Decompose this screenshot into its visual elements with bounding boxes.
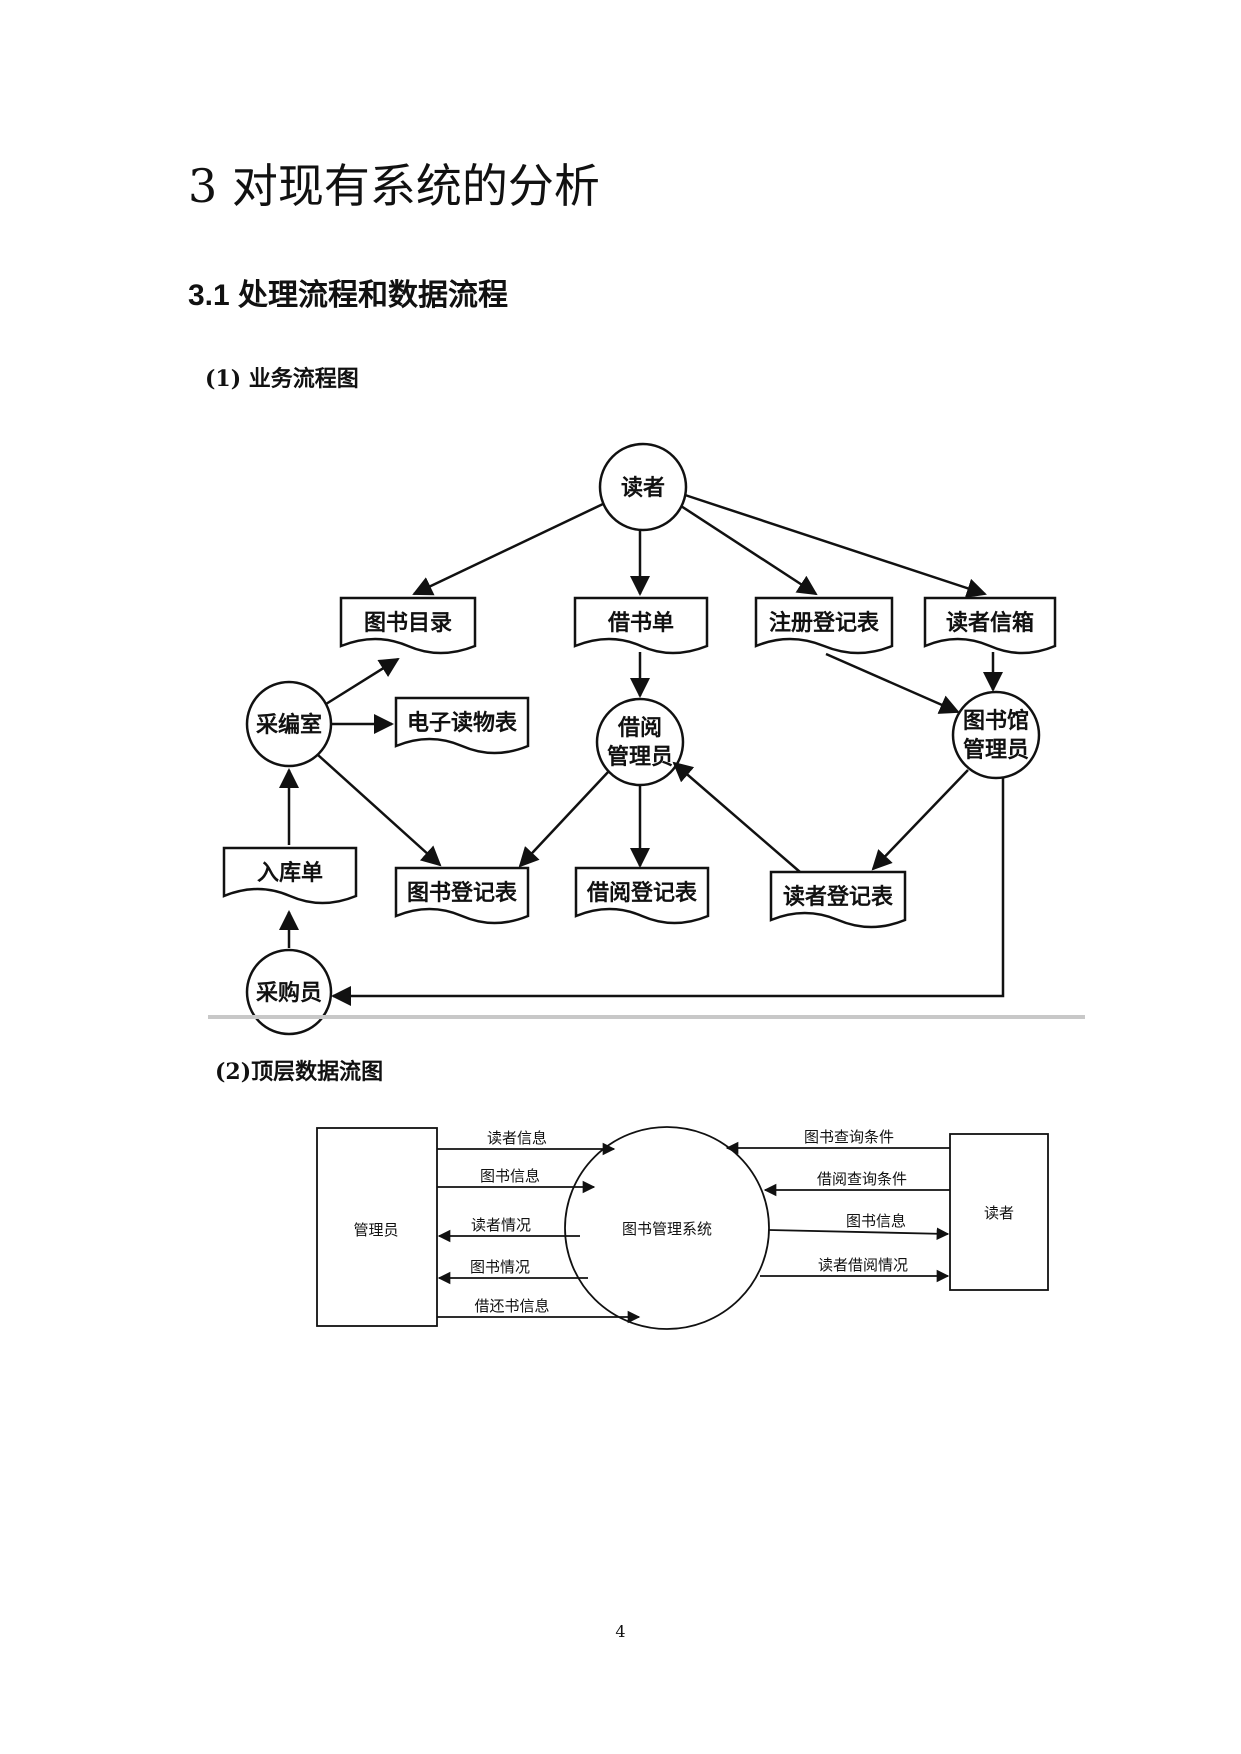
admin-entity bbox=[316, 1127, 438, 1327]
reader-entity bbox=[949, 1133, 1049, 1291]
stock-in-slip-label: 入库单 bbox=[257, 861, 323, 886]
page-number: 4 bbox=[615, 1622, 626, 1641]
register-form-label: 注册登记表 bbox=[769, 610, 880, 636]
library-admin-label-2: 管理员 bbox=[963, 737, 1029, 763]
ebook-list-label: 电子读物表 bbox=[407, 710, 518, 736]
borrow-admin-label-1: 借阅 bbox=[617, 716, 662, 741]
borrow-admin-label-2: 管理员 bbox=[607, 744, 673, 770]
figure1-caption: (1) 业务流程图 bbox=[205, 366, 359, 392]
editing-room-label: 采编室 bbox=[256, 712, 322, 738]
left-flow-5: 借还书信息 bbox=[474, 1297, 549, 1315]
left-flow-1: 读者信息 bbox=[487, 1129, 547, 1147]
subsection-heading: 3.1 处理流程和数据流程 bbox=[188, 279, 509, 312]
library-system-process bbox=[564, 1126, 770, 1330]
admin-label: 管理员 bbox=[353, 1221, 398, 1239]
right-flow-3: 图书信息 bbox=[846, 1212, 906, 1230]
left-flow-2: 图书信息 bbox=[480, 1167, 540, 1185]
doc-register-form bbox=[754, 596, 894, 655]
borrow-admin-node bbox=[595, 697, 685, 787]
book-register-label: 图书登记表 bbox=[407, 881, 518, 906]
doc-book-catalog bbox=[339, 596, 477, 655]
right-flow-2: 借阅查询条件 bbox=[817, 1170, 907, 1188]
reader-register-label: 读者登记表 bbox=[783, 885, 894, 910]
reader-label: 读者 bbox=[621, 476, 665, 501]
reader-mailbox-label: 读者信箱 bbox=[946, 610, 1034, 636]
borrow-slip-label: 借书单 bbox=[607, 611, 674, 636]
figure2-caption: (2)顶层数据流图 bbox=[215, 1059, 384, 1085]
right-flow-1: 图书查询条件 bbox=[804, 1128, 894, 1146]
library-admin-label-1: 图书馆 bbox=[963, 708, 1029, 734]
doc-reader-register bbox=[769, 870, 907, 929]
right-flow-4: 读者借阅情况 bbox=[818, 1256, 908, 1274]
doc-borrow-register bbox=[574, 866, 710, 925]
reader-entity-label: 读者 bbox=[984, 1204, 1014, 1222]
doc-book-register bbox=[394, 866, 530, 925]
book-catalog-label: 图书目录 bbox=[364, 611, 452, 636]
doc-borrow-slip bbox=[573, 596, 709, 655]
left-flow-4: 图书情况 bbox=[470, 1258, 530, 1276]
doc-reader-mailbox bbox=[923, 596, 1057, 655]
library-admin-node bbox=[951, 690, 1041, 780]
doc-stock-in-slip bbox=[222, 846, 358, 905]
doc-ebook-list bbox=[394, 696, 530, 755]
section-heading: 3 对现有系统的分析 bbox=[188, 159, 600, 213]
purchaser-label: 采购员 bbox=[256, 980, 322, 1006]
editing-room-node bbox=[245, 680, 333, 768]
left-flow-3: 读者情况 bbox=[471, 1216, 531, 1234]
borrow-register-label: 借阅登记表 bbox=[586, 881, 698, 906]
reader-node bbox=[598, 442, 688, 532]
system-label: 图书管理系统 bbox=[622, 1220, 712, 1238]
